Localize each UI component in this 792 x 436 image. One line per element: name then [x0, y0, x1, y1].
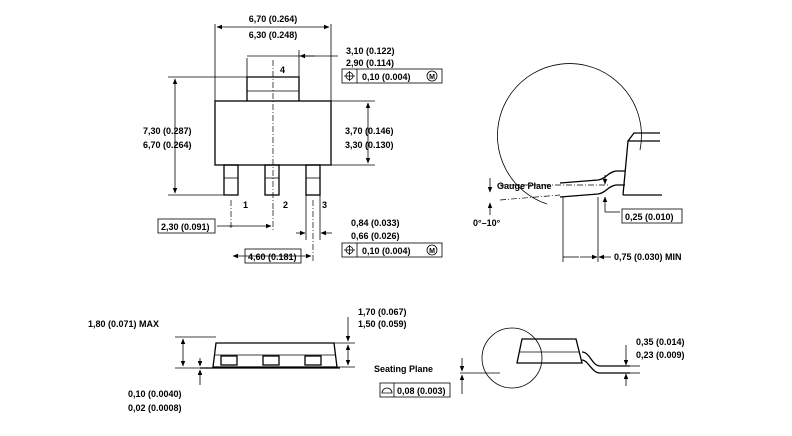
side-view: 1,80 (0.071) MAX 0,10 (0.0040) 0,02 (0.0… — [88, 307, 407, 413]
gauge-height-label: 0,25 (0.010) — [625, 212, 674, 222]
lead-3 — [305, 164, 321, 196]
lead-tolerance-label: 0,10 (0.004) — [362, 246, 411, 256]
overall-length-min-label: 6,70 (0.264) — [143, 140, 192, 150]
tab-width-max-label: 3,10 (0.122) — [346, 46, 395, 56]
gauge-plane-detail: Gauge Plane 0°–10° 0,25 (0.010) 0,75 (0.… — [473, 63, 683, 262]
lead-width-min-label: 0,66 (0.026) — [351, 231, 400, 241]
pin-3-label: 3 — [322, 200, 327, 210]
mmc-circle-icon-2 — [426, 244, 438, 256]
lead-span-label: 4,60 (0.181) — [248, 252, 297, 262]
pin-2-label: 2 — [283, 200, 288, 210]
tab-width-min-label: 2,90 (0.114) — [346, 58, 394, 68]
seating-plane-label: Seating Plane — [374, 364, 433, 374]
tab-position-tolerance: 0,10 (0.004) M — [341, 68, 443, 84]
lead-thickness-min-label: 0,23 (0.009) — [636, 350, 685, 360]
total-height-label: 1,80 (0.071) MAX — [88, 319, 159, 329]
end-detail-circle — [481, 327, 543, 389]
pin-4-label: 4 — [280, 65, 285, 75]
lead-position-tolerance: 0,10 (0.004) M — [341, 242, 443, 258]
overall-width-min-label: 6,30 (0.248) — [249, 30, 298, 40]
overall-width-max-label: 6,70 (0.264) — [249, 14, 298, 24]
mmc-circle-icon — [426, 70, 438, 82]
lead-thickness-max-label: 0,35 (0.014) — [636, 337, 685, 347]
pitch-label: 2,30 (0.091) — [161, 222, 210, 232]
package-body-outline — [214, 100, 332, 166]
coplanarity-label: 0,08 (0.003) — [397, 386, 446, 396]
gauge-plane-label: Gauge Plane — [497, 181, 552, 191]
detail-circle — [497, 63, 642, 205]
body-length-max-label: 3,70 (0.146) — [345, 126, 394, 136]
tab-tolerance-label: 0,10 (0.004) — [362, 72, 411, 82]
mmc-symbol: M — [429, 74, 435, 81]
top-view: 6,70 (0.264) 6,30 (0.248) 3,10 (0.122) 2… — [143, 14, 443, 264]
pin-1-label: 1 — [243, 200, 248, 210]
angle-label: 0°–10° — [473, 218, 501, 228]
standoff-min-label: 0,02 (0.0008) — [128, 403, 182, 413]
body-height-max-label: 1,70 (0.067) — [358, 307, 407, 317]
lead-2 — [264, 164, 280, 196]
overall-length-max-label: 7,30 (0.287) — [143, 126, 192, 136]
foot-length-label: 0,75 (0.030) MIN — [614, 252, 682, 262]
body-length-min-label: 3,30 (0.130) — [345, 140, 394, 150]
mmc-symbol-2: M — [429, 248, 435, 255]
profile-symbol-icon — [381, 387, 393, 394]
standoff-max-label: 0,10 (0.0040) — [128, 389, 182, 399]
lead-width-max-label: 0,84 (0.033) — [351, 218, 400, 228]
lead-1 — [223, 164, 239, 196]
body-height-min-label: 1,50 (0.059) — [358, 319, 407, 329]
end-body-outline — [516, 338, 583, 364]
end-view: Seating Plane 0,08 (0.003) 0,35 (0.014) … — [374, 327, 685, 398]
